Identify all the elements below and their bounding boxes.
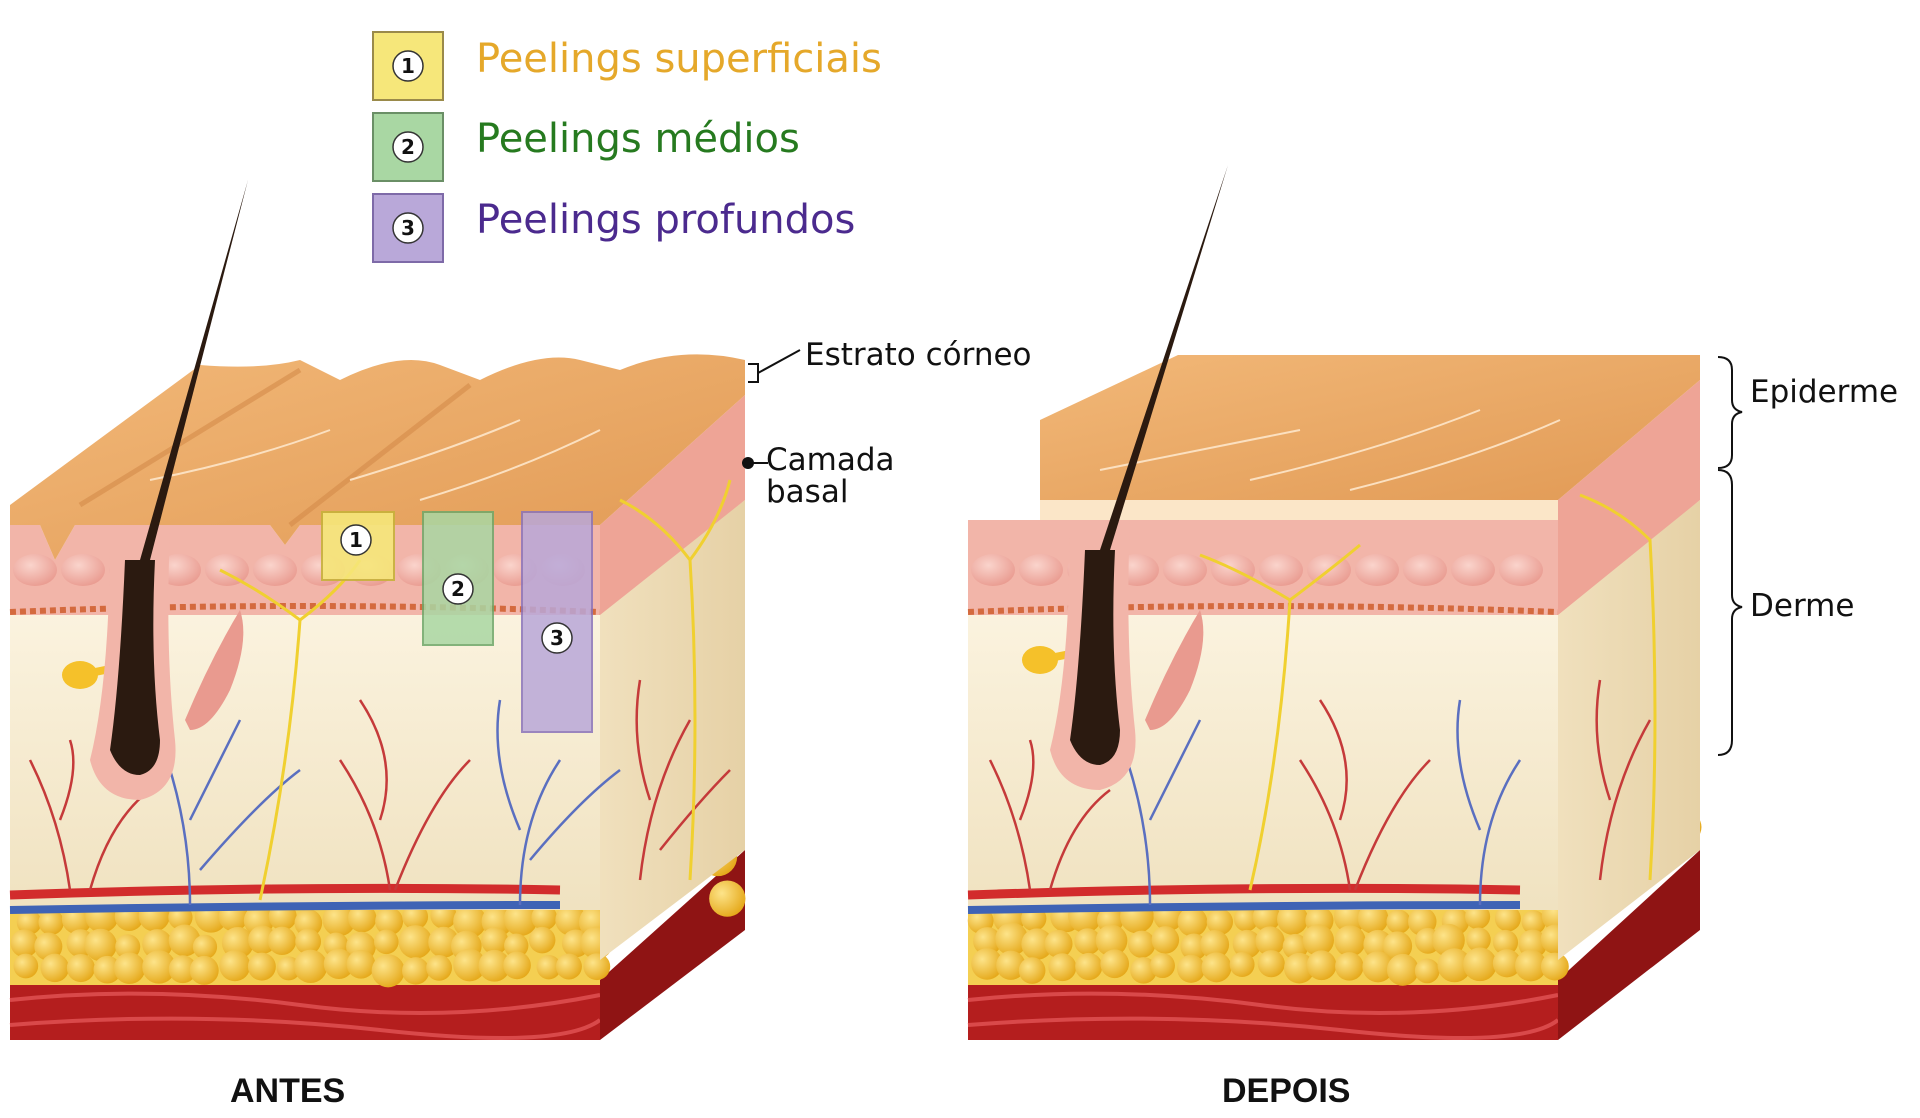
- peel-badge-2: 2: [442, 573, 474, 605]
- hair-shaft: [1100, 165, 1228, 550]
- basal-layer-line: [9, 603, 601, 615]
- estrato-corneo-label: Estrato córneo: [805, 337, 1032, 373]
- legend-label-2: Peelings médios: [476, 116, 800, 162]
- label-estrato-corneo: Estrato córneo: [748, 337, 1032, 383]
- legend-item-2: 2 Peelings médios: [372, 112, 800, 182]
- nerves: [219, 479, 732, 901]
- label-camada-basal: Camada basal: [742, 442, 895, 510]
- legend-item-3: 3 Peelings profundos: [372, 193, 855, 263]
- arrector-muscle: [185, 610, 244, 730]
- peel-depth-3: [521, 511, 593, 733]
- svg-text:3: 3: [401, 216, 415, 240]
- svg-text:2: 2: [451, 577, 465, 601]
- muscle-side: [1558, 850, 1700, 1040]
- arrector-muscle: [1145, 610, 1204, 730]
- sebaceous-gland: [62, 661, 98, 689]
- caption-depois: DEPOIS: [1222, 1072, 1350, 1110]
- capillaries-red: [988, 679, 1652, 891]
- legend: 1 Peelings superficiais 2 Peelings médio…: [372, 31, 882, 263]
- svg-text:2: 2: [401, 135, 415, 159]
- vein: [967, 901, 1521, 914]
- epidermis-side: [1558, 380, 1700, 615]
- artery: [967, 883, 1521, 900]
- legend-item-1: 1 Peelings superficiais: [372, 31, 882, 101]
- derme-label: Derme: [1750, 588, 1854, 624]
- sebaceous-gland: [1022, 646, 1058, 674]
- basal-layer-line: [967, 603, 1559, 615]
- epidermis-cells: [971, 554, 1543, 586]
- dermis-side: [1558, 500, 1700, 960]
- muscle-side: [600, 850, 745, 1040]
- artery: [9, 883, 561, 900]
- legend-label-3: Peelings profundos: [476, 197, 855, 243]
- svg-text:3: 3: [550, 626, 564, 650]
- vein: [9, 901, 561, 914]
- skin-block-after: [967, 165, 1702, 1040]
- epiderme-label: Epiderme: [1750, 374, 1898, 410]
- bracket-derme: Derme: [1717, 469, 1854, 756]
- nerves: [1199, 493, 1657, 891]
- caption-antes: ANTES: [230, 1072, 345, 1110]
- skin-surface: [1040, 355, 1700, 500]
- peel-badge-3: 3: [541, 622, 573, 654]
- bracket-epiderme: Epiderme: [1717, 356, 1898, 469]
- skin-block-before: 1 2 3: [9, 180, 746, 1040]
- hair-root: [1070, 550, 1120, 765]
- svg-text:1: 1: [401, 54, 415, 78]
- hair-shaft: [140, 180, 248, 560]
- hair-root: [110, 560, 160, 775]
- dermis-side: [600, 500, 745, 960]
- epidermis-side: [600, 395, 745, 615]
- legend-label-1: Peelings superficiais: [476, 36, 882, 82]
- camada-label-line1: Camada: [766, 442, 895, 478]
- camada-label-line2: basal: [766, 474, 848, 510]
- peel-badge-1: 1: [340, 524, 372, 556]
- svg-text:1: 1: [349, 528, 363, 552]
